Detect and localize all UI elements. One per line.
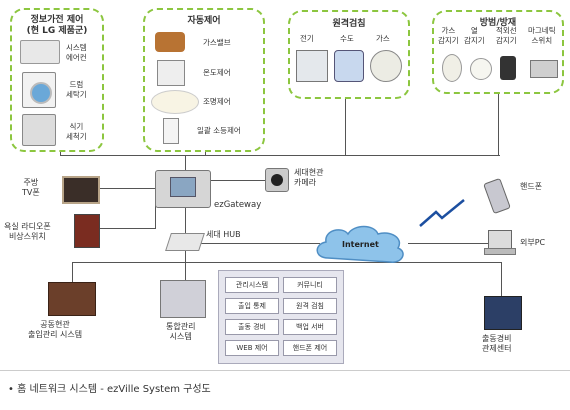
meter-gas-label: 가스 bbox=[376, 34, 390, 43]
door-camera-image bbox=[265, 168, 289, 192]
meter-group-title: 원격검침 bbox=[332, 19, 366, 29]
vline-gateway-top bbox=[185, 155, 186, 170]
washer-label: 드럼 세탁기 bbox=[66, 80, 87, 99]
security-center-image bbox=[484, 296, 522, 330]
internet-label: Internet bbox=[342, 240, 379, 249]
external-pc-image bbox=[488, 230, 512, 250]
service-security: 출동 경비 bbox=[225, 319, 279, 335]
figure-caption: • 홈 네트워크 시스템 - ezVille System 구성도 bbox=[8, 384, 211, 395]
dishwasher-label: 식기 세척기 bbox=[66, 122, 87, 141]
internet-cloud bbox=[316, 225, 404, 263]
heat-detector-image bbox=[470, 58, 492, 80]
appliance-control-group: 정보가전 제어 (현 LG 제품군) 시스템 에어컨 드럼 세탁기 식기 세척기 bbox=[10, 8, 104, 152]
washer-image bbox=[22, 72, 56, 108]
electric-meter-image bbox=[296, 50, 328, 82]
mgmt-server-image bbox=[160, 280, 206, 318]
vline-appliance bbox=[60, 148, 61, 156]
meter-water-label: 수도 bbox=[340, 34, 354, 43]
mgmt-label: 통합관리 시스템 bbox=[166, 322, 196, 341]
service-backup: 백업 서버 bbox=[283, 319, 337, 335]
kitchen-tv-label: 주방 TV폰 bbox=[22, 178, 40, 197]
top-bus-line bbox=[60, 155, 500, 156]
wireless-signal-icon bbox=[419, 199, 465, 227]
gas-meter-image bbox=[370, 50, 402, 82]
remote-meter-group: 원격검침 전기 수도 가스 bbox=[288, 10, 410, 99]
aircon-image bbox=[20, 40, 60, 64]
security-center-label: 출동경비 관제센터 bbox=[482, 334, 512, 353]
water-meter-image bbox=[334, 50, 364, 82]
lighting-label: 조명제어 bbox=[203, 97, 231, 106]
vline-left-devices bbox=[155, 188, 156, 229]
dishwasher-image bbox=[22, 114, 56, 146]
hline-hub-internet bbox=[200, 243, 320, 244]
service-web: WEB 제어 bbox=[225, 340, 279, 356]
service-access: 출입 통제 bbox=[225, 298, 279, 314]
meter-electric-label: 전기 bbox=[300, 34, 314, 43]
lighting-image bbox=[151, 90, 199, 114]
auto-group-title: 자동제어 bbox=[187, 16, 221, 26]
bath-radio-label: 욕실 라디오폰 비상스위치 bbox=[4, 222, 51, 241]
services-panel: 관리시스템 커뮤니티 출입 통제 원격 검침 출동 경비 백업 서버 WEB 제… bbox=[218, 270, 344, 364]
vline-hub-down bbox=[185, 250, 186, 263]
bath-radio-image bbox=[74, 214, 100, 248]
handphone-label: 핸드폰 bbox=[520, 182, 543, 191]
thermostat-label: 온도제어 bbox=[203, 68, 231, 77]
appliance-group-title: 정보가전 제어 bbox=[30, 15, 84, 25]
ezgateway-label: ezGateway bbox=[214, 200, 262, 210]
gas-detector-image bbox=[442, 54, 462, 82]
service-phone: 핸드폰 제어 bbox=[283, 340, 337, 356]
security-group: 방범/방재 가스 감지기 열 감지기 적외선 감지기 마그네틱 스위치 bbox=[432, 10, 564, 94]
hline-bath bbox=[100, 228, 155, 229]
magnetic-switch-image bbox=[530, 60, 558, 78]
caption-divider bbox=[0, 370, 570, 371]
vline-center bbox=[501, 262, 502, 296]
appliance-group-subtitle: (현 LG 제품군) bbox=[26, 26, 88, 36]
magnetic-switch-label: 마그네틱 스위치 bbox=[528, 26, 556, 45]
security-group-title: 방범/방재 bbox=[479, 18, 517, 28]
external-pc-label: 외부PC bbox=[520, 238, 546, 247]
vline-mgmt bbox=[185, 262, 186, 280]
service-community: 커뮤니티 bbox=[283, 277, 337, 293]
ezgateway-image bbox=[155, 170, 211, 208]
vline-entrance bbox=[72, 262, 73, 282]
ir-detector-label: 적외선 감지기 bbox=[496, 26, 517, 45]
door-camera-label: 세대현관 카메라 bbox=[294, 168, 324, 187]
switch-image bbox=[163, 118, 179, 144]
ir-detector-image bbox=[500, 56, 516, 80]
handphone-image bbox=[483, 177, 511, 215]
aircon-label: 시스템 에어컨 bbox=[66, 43, 87, 62]
all-off-label: 일괄 소등제어 bbox=[197, 126, 241, 135]
entrance-image bbox=[48, 282, 96, 316]
gas-detector-label: 가스 감지기 bbox=[438, 26, 459, 45]
gas-valve-image bbox=[155, 32, 185, 52]
gas-valve-label: 가스밸브 bbox=[203, 38, 231, 47]
entrance-label: 공동현관 출입관리 시스템 bbox=[28, 320, 83, 339]
vline-auto bbox=[205, 148, 206, 156]
hub-image bbox=[165, 233, 205, 251]
kitchen-tv-image bbox=[62, 176, 100, 204]
hline-pc bbox=[408, 243, 488, 244]
service-meter: 원격 검침 bbox=[283, 298, 337, 314]
hline-camera bbox=[210, 180, 265, 181]
heat-detector-label: 열 감지기 bbox=[464, 26, 485, 45]
vline-security bbox=[498, 90, 499, 156]
hline-kitchen bbox=[100, 188, 155, 189]
vline-meter bbox=[345, 95, 346, 155]
thermostat-image bbox=[157, 60, 185, 86]
hub-label: 세대 HUB bbox=[206, 230, 241, 239]
hline-lower-bus bbox=[72, 262, 502, 263]
vline-gw-hub bbox=[185, 205, 186, 235]
auto-control-group: 자동제어 가스밸브 온도제어 조명제어 일괄 소등제어 bbox=[143, 8, 265, 152]
external-pc-base bbox=[484, 248, 516, 255]
service-mgmt: 관리시스템 bbox=[225, 277, 279, 293]
